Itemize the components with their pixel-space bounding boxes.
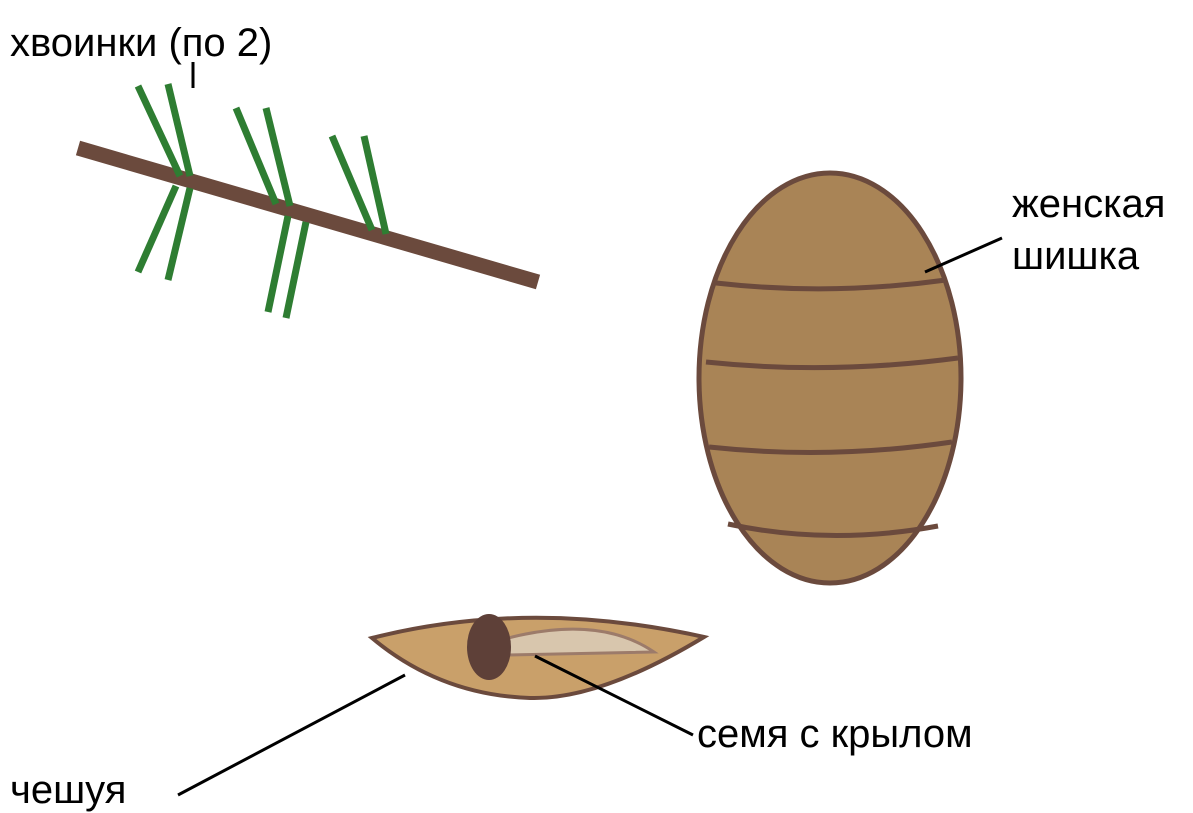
female-cone xyxy=(699,173,1002,583)
needle xyxy=(286,222,306,318)
scale-leader-line xyxy=(178,675,405,795)
cone-body xyxy=(699,173,961,583)
cone-label-line1: женская xyxy=(1012,182,1165,226)
needle xyxy=(268,216,288,312)
pine-branch xyxy=(78,62,538,318)
seed-label: семя с крылом xyxy=(697,712,973,756)
needles-label: хвоинки (по 2) xyxy=(10,21,272,65)
scale-label: чешуя xyxy=(10,768,126,812)
seed xyxy=(467,614,511,680)
branch-stem xyxy=(78,148,538,282)
cone-label-line2: шишка xyxy=(1012,234,1139,278)
seed-scale xyxy=(178,614,704,795)
